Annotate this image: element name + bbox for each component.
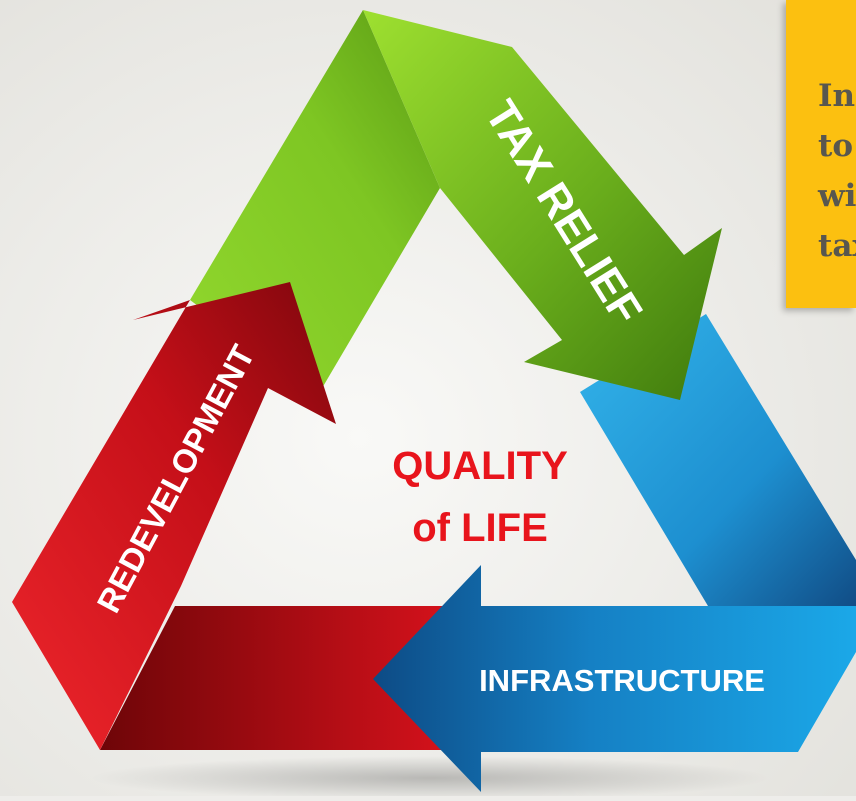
center-title-line2: of LIFE <box>412 506 548 550</box>
infrastructure-arrow <box>373 565 856 792</box>
callout-line-4: tax <box>818 228 856 264</box>
callout-line-1: Inc <box>818 78 856 114</box>
infrastructure-label: INFRASTRUCTURE <box>479 663 765 698</box>
ground-shadow <box>90 756 770 800</box>
callout-line-2: to <box>818 128 853 164</box>
callout-line-3: wi <box>818 178 856 214</box>
redevelopment-arrow <box>12 282 336 750</box>
tax-relief-arrow <box>363 10 722 400</box>
center-title-line1: QUALITY <box>392 444 568 488</box>
callout-box: Inc to wi tax <box>786 0 856 308</box>
red-band <box>100 606 460 750</box>
